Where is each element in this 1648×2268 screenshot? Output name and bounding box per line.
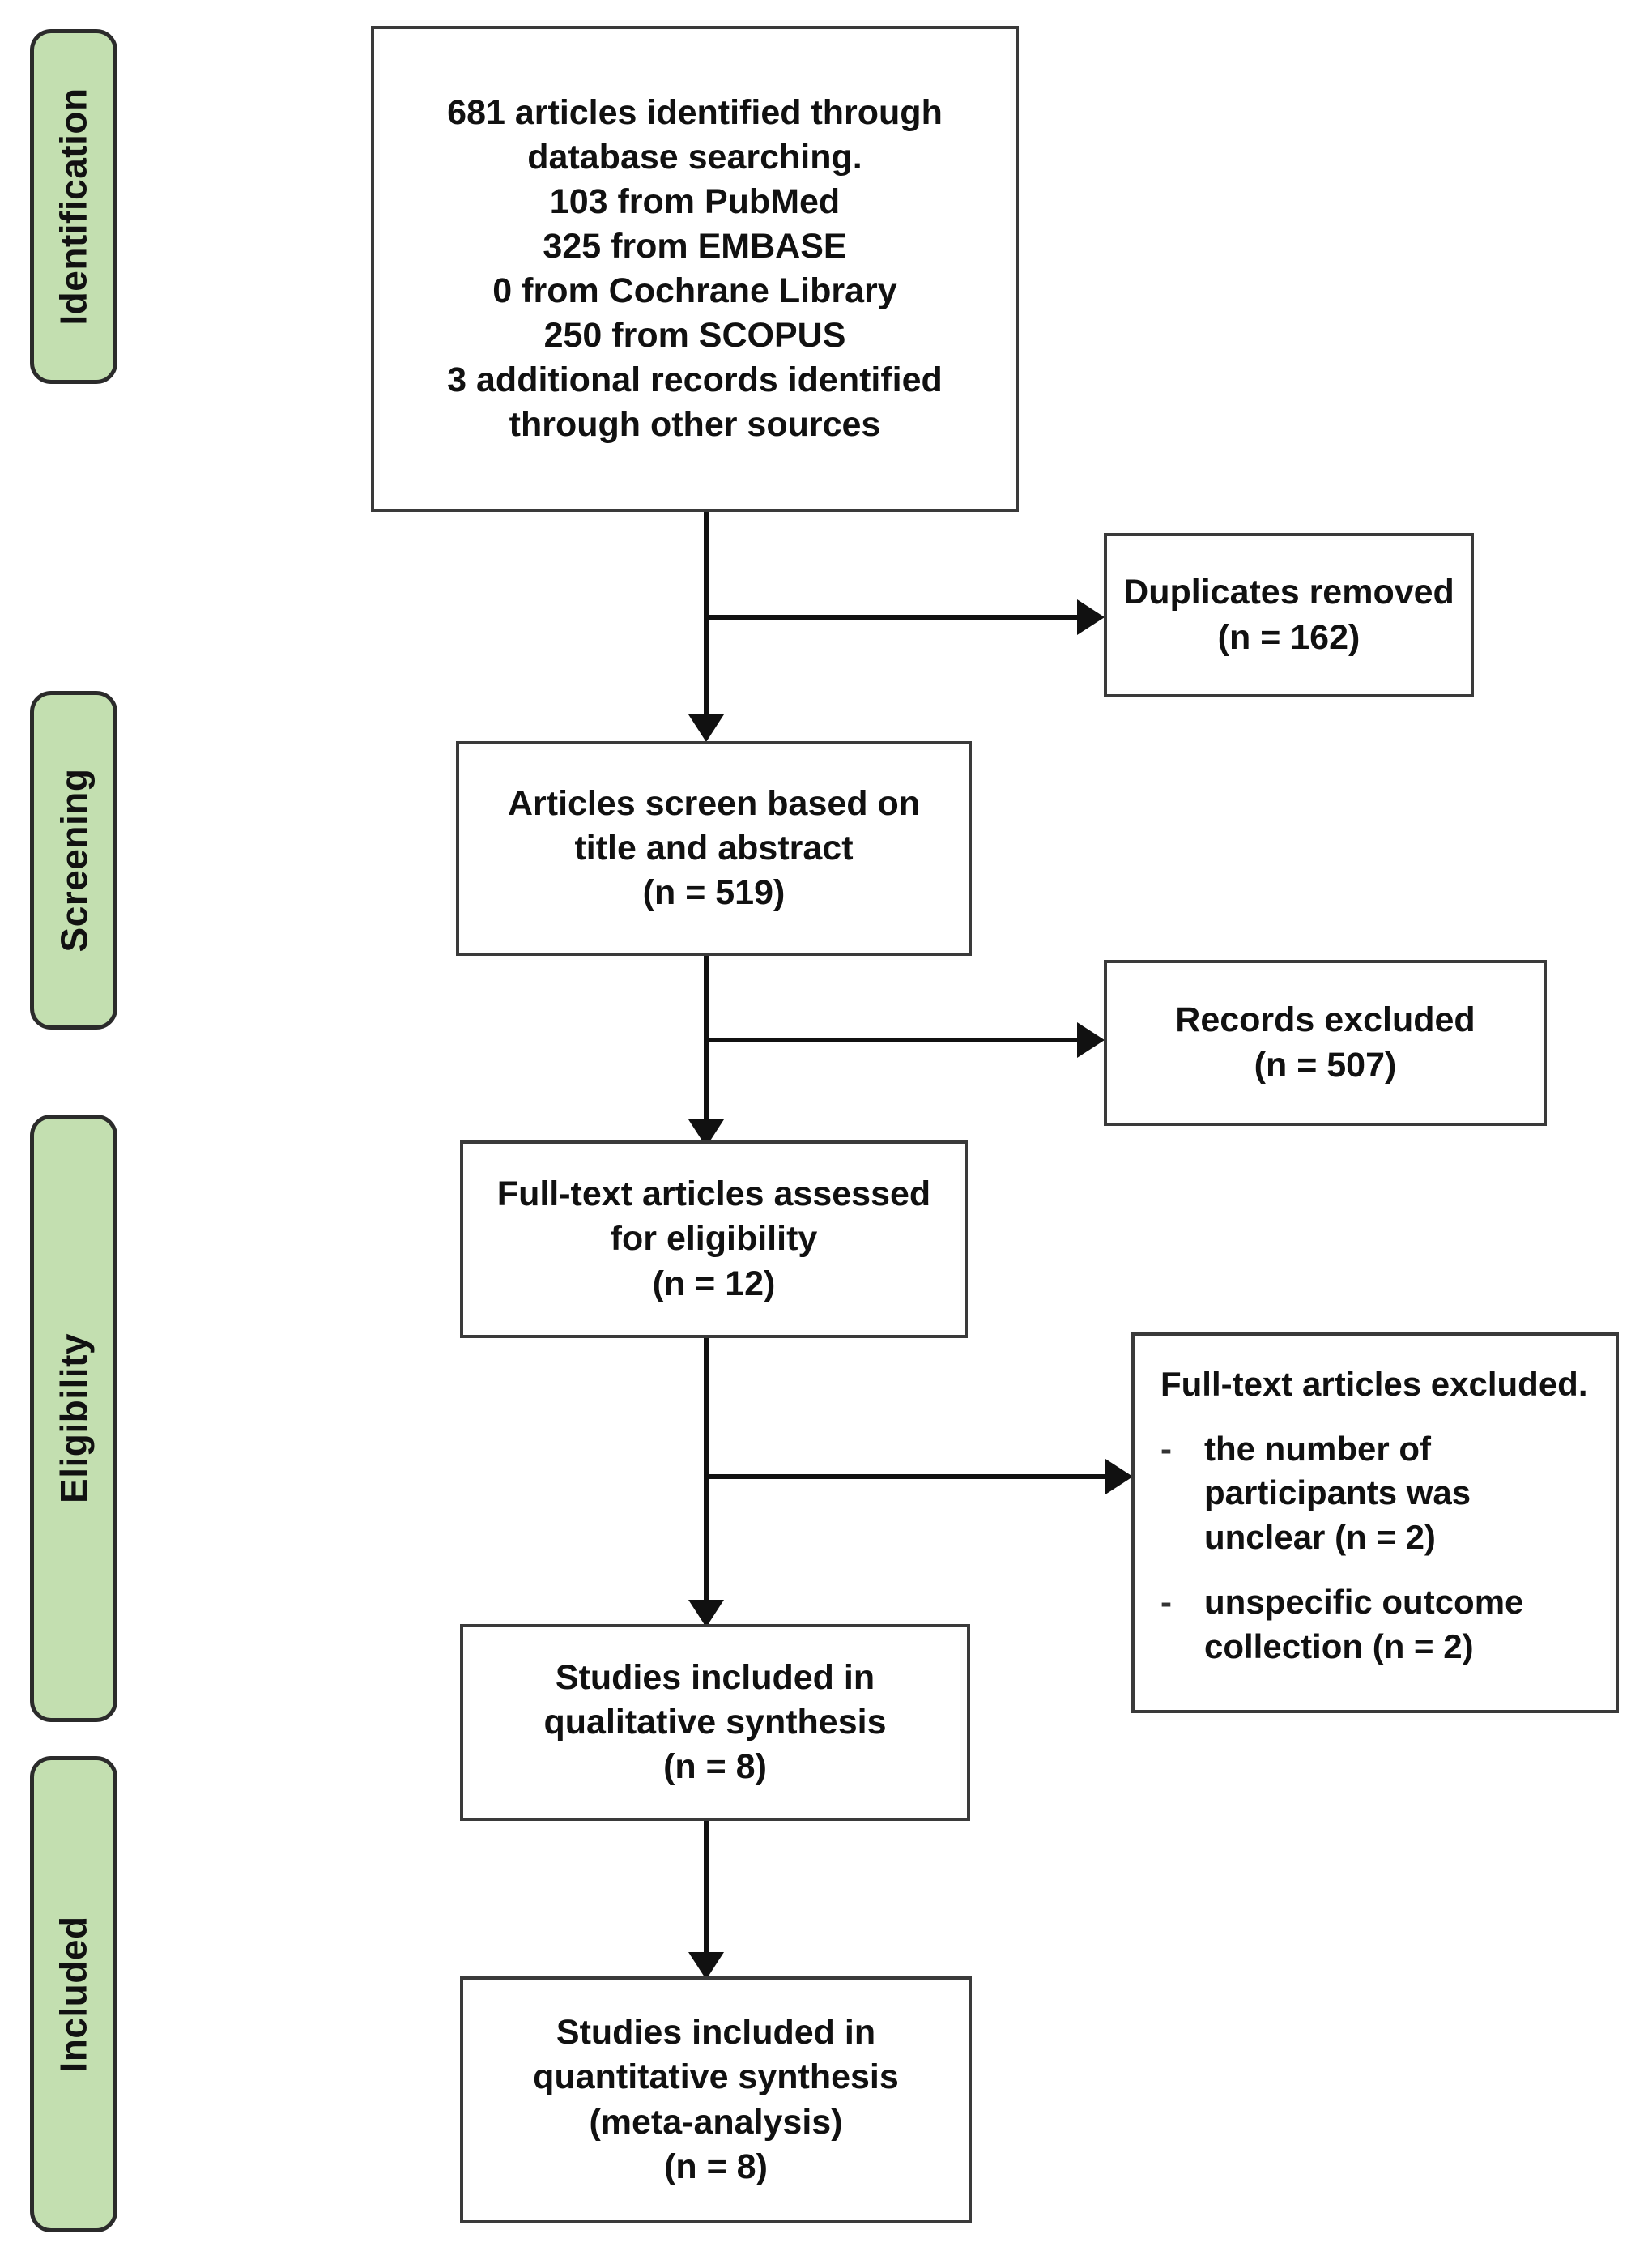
records-identified-line-5: 0 from Cochrane Library: [492, 271, 897, 310]
records-identified-line-7: 3 additional records identified: [447, 360, 943, 400]
fulltext-excluded-heading: Full-text articles excluded.: [1160, 1365, 1588, 1403]
arrowhead-to-quantitative: [688, 1952, 724, 1980]
arrowhead-to-records-excluded: [1077, 1022, 1105, 1058]
records-identified-line-8: through other sources: [509, 405, 881, 445]
box-records-identified: 681 articles identified through database…: [371, 26, 1019, 512]
quantitative-synthesis-line-3: (meta-analysis): [589, 2102, 843, 2142]
list-item: - unspecific outcome collection (n = 2): [1160, 1580, 1595, 1669]
quantitative-synthesis-line-2: quantitative synthesis: [533, 2057, 899, 2097]
box-fulltext-excluded: Full-text articles excluded. - the numbe…: [1131, 1332, 1619, 1713]
stage-label-screening: Screening: [30, 691, 117, 1030]
fulltext-assessed-line-3: (n = 12): [652, 1264, 776, 1303]
box-records-excluded: Records excluded (n = 507): [1104, 960, 1547, 1126]
stage-label-included-text: Included: [53, 1916, 95, 2073]
stage-label-eligibility: Eligibility: [30, 1115, 117, 1722]
arrowhead-to-qualitative: [688, 1600, 724, 1627]
records-identified-line-3: 103 from PubMed: [549, 181, 841, 221]
fulltext-assessed-line-2: for eligibility: [610, 1219, 818, 1259]
duplicates-removed-line-1: Duplicates removed: [1123, 573, 1454, 612]
connector-branch-records-excluded: [704, 1038, 1084, 1042]
box-duplicates-removed: Duplicates removed (n = 162): [1104, 533, 1474, 697]
quantitative-synthesis-line-1: Studies included in: [556, 2013, 876, 2053]
box-qualitative-synthesis: Studies included in qualitative synthesi…: [460, 1624, 970, 1821]
connector-fulltext-to-qualitative: [704, 1338, 709, 1644]
records-identified-line-6: 250 from SCOPUS: [543, 316, 846, 356]
fulltext-assessed-line-1: Full-text articles assessed: [496, 1174, 931, 1214]
arrowhead-to-duplicates: [1077, 599, 1105, 635]
connector-qualitative-to-quantitative: [704, 1821, 709, 2003]
stage-label-eligibility-text: Eligibility: [53, 1333, 95, 1503]
quantitative-synthesis-line-4: (n = 8): [664, 2146, 768, 2186]
box-articles-screened: Articles screen based on title and abstr…: [456, 741, 972, 956]
connector-branch-duplicates: [704, 615, 1084, 620]
duplicates-removed-line-2: (n = 162): [1217, 617, 1361, 657]
box-quantitative-synthesis: Studies included in quantitative synthes…: [460, 1976, 972, 2223]
connector-screened-to-fulltext: [704, 956, 709, 1158]
articles-screened-line-3: (n = 519): [642, 873, 786, 913]
articles-screened-line-1: Articles screen based on: [507, 783, 921, 823]
connector-identified-to-screened: [704, 512, 709, 732]
records-identified-line-1: 681 articles identified through: [447, 92, 943, 132]
records-identified-line-2: database searching.: [527, 137, 862, 177]
records-identified-line-4: 325 from EMBASE: [543, 226, 847, 266]
arrowhead-to-fulltext-excluded: [1105, 1459, 1133, 1494]
bullet-dash-marker: -: [1160, 1429, 1172, 1468]
fulltext-excluded-reason-1: the number of participants was unclear (…: [1204, 1429, 1471, 1556]
list-item: - the number of participants was unclear…: [1160, 1427, 1595, 1560]
fulltext-excluded-reason-2: unspecific outcome collection (n = 2): [1204, 1583, 1524, 1665]
records-excluded-line-2: (n = 507): [1254, 1045, 1397, 1085]
qualitative-synthesis-line-3: (n = 8): [663, 1747, 767, 1787]
stage-label-included: Included: [30, 1756, 117, 2232]
bullet-dash-marker: -: [1160, 1583, 1172, 1622]
stage-label-screening-text: Screening: [53, 768, 96, 953]
qualitative-synthesis-line-1: Studies included in: [555, 1657, 875, 1697]
connector-branch-fulltext-excluded: [704, 1474, 1113, 1479]
articles-screened-line-2: title and abstract: [574, 828, 854, 868]
arrowhead-to-screened: [688, 714, 724, 742]
qualitative-synthesis-line-2: qualitative synthesis: [543, 1702, 887, 1742]
fulltext-excluded-list: - the number of participants was unclear…: [1160, 1427, 1595, 1690]
records-excluded-line-1: Records excluded: [1175, 1000, 1476, 1040]
stage-label-identification-text: Identification: [53, 87, 96, 326]
stage-label-identification: Identification: [30, 29, 117, 384]
box-fulltext-assessed: Full-text articles assessed for eligibil…: [460, 1140, 968, 1338]
